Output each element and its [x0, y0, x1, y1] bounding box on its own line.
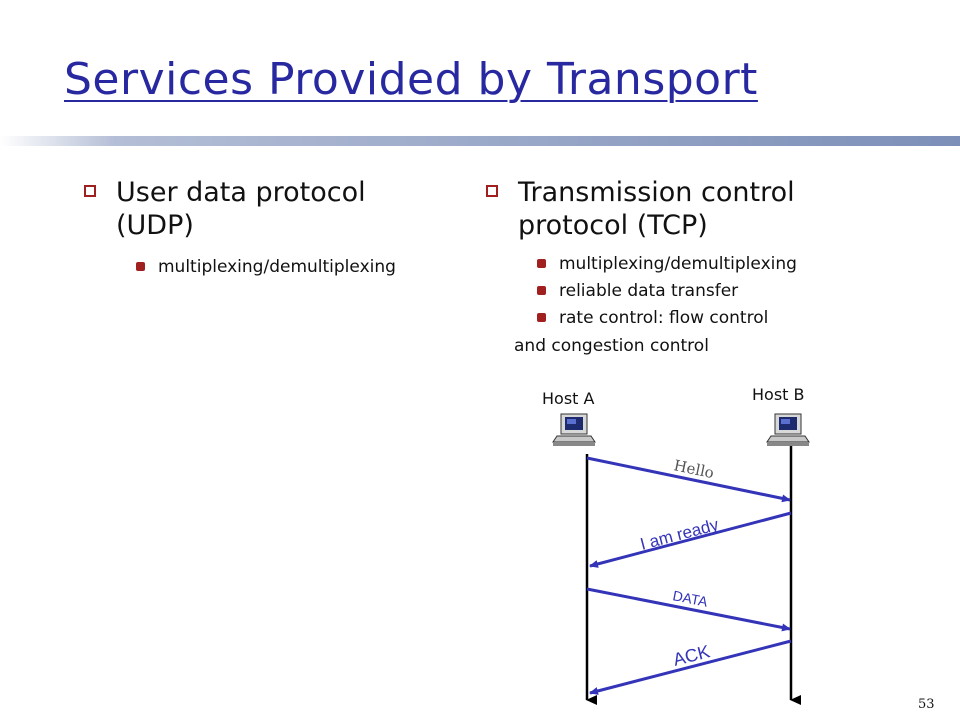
- page-number: 53: [918, 697, 935, 712]
- host-b-label: Host B: [752, 385, 805, 404]
- tcp-item-label: multiplexing/demultiplexing: [559, 254, 797, 274]
- square-bullet-icon: [537, 286, 546, 295]
- tcp-item: multiplexing/demultiplexing: [537, 252, 797, 276]
- tcp-heading: Transmission control protocol (TCP): [518, 177, 795, 241]
- square-bullet-icon: [136, 262, 145, 271]
- ack-label: ACK: [671, 641, 712, 670]
- checkbox-bullet-icon: [84, 185, 96, 197]
- ready-label: I am ready: [638, 515, 721, 554]
- udp-item: multiplexing/demultiplexing: [136, 255, 396, 279]
- tcp-bullet: Transmission control protocol (TCP): [486, 176, 848, 242]
- ready-arrow: [589, 511, 792, 568]
- checkbox-bullet-icon: [486, 185, 498, 197]
- udp-item-label: multiplexing/demultiplexing: [158, 257, 396, 277]
- hello-arrow: [586, 456, 791, 503]
- data-label: DATA: [671, 587, 709, 610]
- ack-arrow: [589, 639, 792, 695]
- title-divider: [0, 136, 960, 146]
- square-bullet-icon: [537, 313, 546, 322]
- data-arrow: [586, 587, 791, 632]
- udp-bullet: User data protocol (UDP): [84, 176, 436, 242]
- computer-icon: [766, 413, 810, 446]
- tcp-item-label: rate control: flow control: [559, 308, 769, 328]
- tcp-continuation: and congestion control: [514, 336, 709, 356]
- tcp-item: rate control: flow control: [537, 306, 769, 330]
- square-bullet-icon: [537, 259, 546, 268]
- computer-icon: [552, 413, 596, 446]
- host-a-label: Host A: [542, 389, 595, 408]
- slide-title: Services Provided by Transport: [64, 54, 758, 105]
- tcp-item: reliable data transfer: [537, 279, 739, 303]
- tcp-item-label: reliable data transfer: [559, 281, 739, 301]
- udp-heading: User data protocol (UDP): [116, 177, 366, 241]
